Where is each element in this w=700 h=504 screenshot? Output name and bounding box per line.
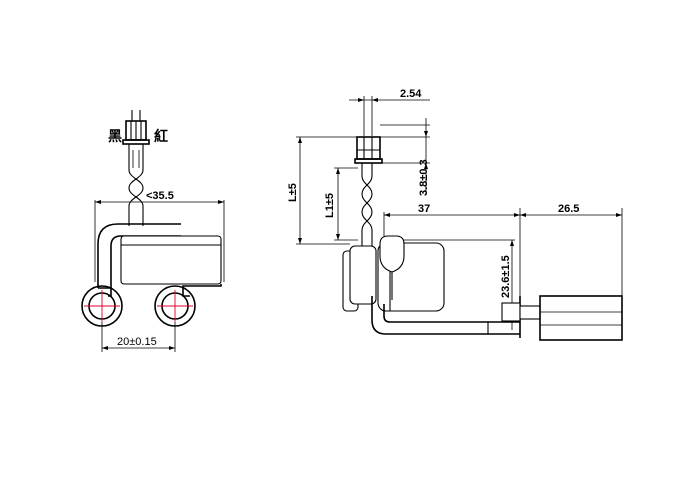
wire-red-label: 紅: [154, 128, 168, 144]
left-view: 黑 紅 <35.5: [81, 110, 225, 352]
left-connector: [122, 110, 150, 145]
left-sensor-body: [97, 223, 222, 288]
hole-spacing-dim-label: 20±0.15: [117, 336, 157, 348]
pitch-dim-label: 2.54: [400, 88, 422, 100]
total-length-dim-label: L±5: [287, 183, 299, 202]
right-connector: [354, 136, 383, 164]
connector-height-dimension: [380, 118, 430, 195]
left-width-dimension: [94, 200, 225, 282]
right-view: 2.54 3.8±0.3 L±5: [287, 88, 623, 341]
pitch-dimension: [349, 96, 430, 136]
body-height-dim-label: 23.6±1.5: [500, 255, 512, 298]
tab-length-dimension: [519, 208, 623, 320]
twist-length-dim-label: L1±5: [324, 193, 336, 218]
right-sensor-body: [342, 235, 521, 338]
body-length-dim-label: 37: [418, 203, 430, 215]
left-width-dim-label: <35.5: [146, 190, 174, 202]
body-length-dimension: [383, 212, 520, 240]
hole-spacing-dimension: [101, 322, 176, 352]
tab-length-dim-label: 26.5: [558, 203, 579, 215]
left-twisted-wire: [128, 144, 144, 226]
total-length-dimension: [296, 136, 357, 245]
left-mounting-tabs: [81, 284, 222, 327]
twist-length-dimension: [334, 167, 358, 241]
right-terminal-tab: [501, 295, 623, 341]
wire-black-label: 黑: [108, 128, 122, 144]
right-twisted-wire: [361, 163, 373, 246]
connector-height-dim-label: 3.8±0.3: [418, 159, 430, 196]
